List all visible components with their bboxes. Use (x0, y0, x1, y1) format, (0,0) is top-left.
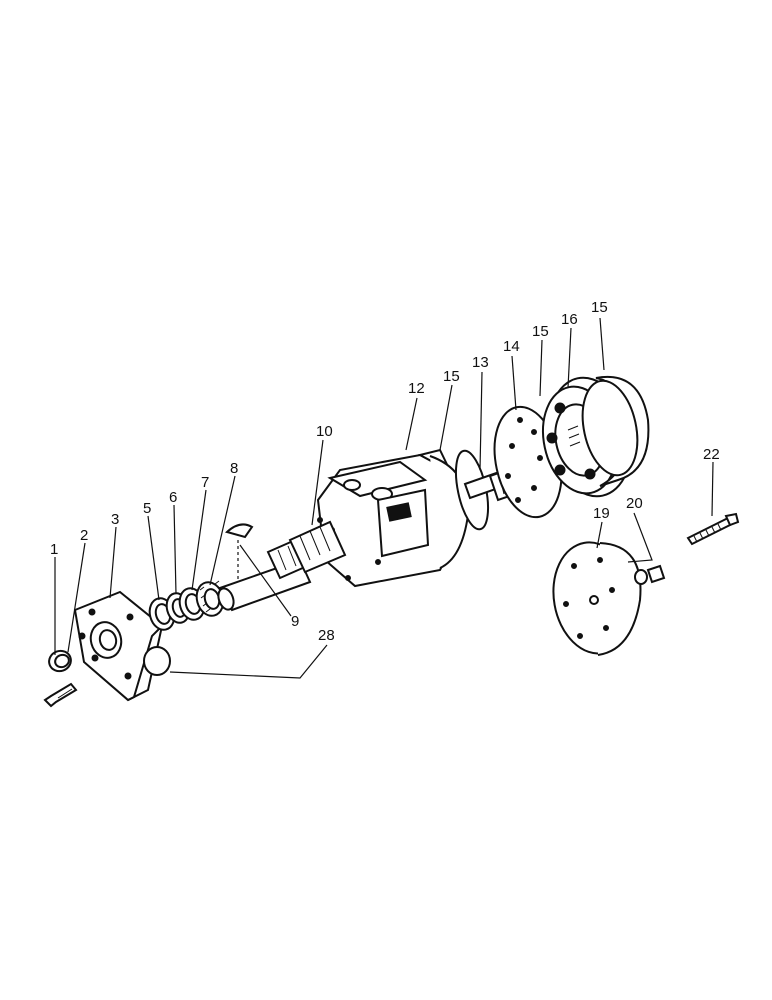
label-part-3: 3 (111, 511, 119, 528)
leader-lines (54, 317, 714, 679)
label-part-16: 16 (561, 311, 578, 328)
label-part-13: 13 (472, 354, 489, 371)
label-part-8: 8 (230, 460, 238, 477)
part-15-end-cap (581, 375, 650, 487)
label-part-12: 12 (408, 380, 425, 397)
part-labels: 1 2 3 5 6 7 8 9 10 12 15 13 14 15 16 15 … (50, 299, 720, 644)
label-part-22: 22 (703, 446, 720, 463)
label-part-14: 14 (503, 338, 520, 355)
label-part-2: 2 (80, 527, 88, 544)
part-19-end-cover (552, 541, 642, 656)
part-1-bolt (43, 682, 78, 708)
label-part-1: 1 (50, 541, 58, 558)
label-part-5: 5 (143, 500, 151, 517)
part-3-flange (73, 590, 164, 702)
label-part-7: 7 (201, 474, 209, 491)
label-part-15-a: 15 (443, 368, 460, 385)
label-part-28: 28 (318, 627, 335, 644)
label-part-10: 10 (316, 423, 333, 440)
part-10-spool (288, 520, 347, 574)
part-9-key (225, 523, 254, 585)
label-part-20: 20 (626, 495, 643, 512)
part-2-o-ring (48, 649, 72, 673)
part-12-housing (316, 448, 472, 588)
label-part-9: 9 (291, 613, 299, 630)
part-20-plug (634, 564, 666, 585)
label-part-15-c: 15 (591, 299, 608, 316)
label-part-19: 19 (593, 505, 610, 522)
part-28-o-ring (143, 646, 171, 676)
label-part-6: 6 (169, 489, 177, 506)
part-22-bolt (686, 512, 740, 546)
label-part-15-b: 15 (532, 323, 549, 340)
